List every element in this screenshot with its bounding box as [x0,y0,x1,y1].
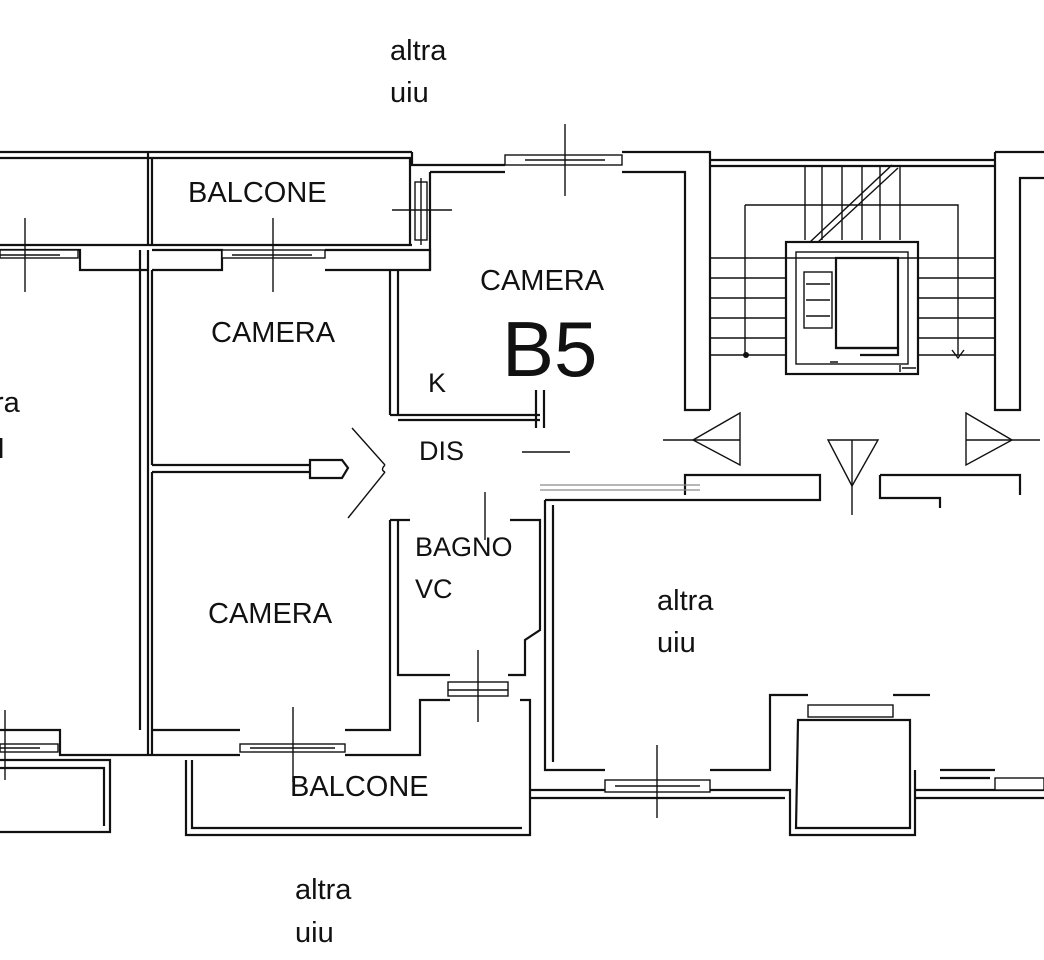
staircase [710,164,995,360]
walls [0,150,1044,837]
labels: altra uiu BALCONE CAMERA CAMERA B5 K DIS… [0,35,714,949]
camera-main-label: CAMERA [480,265,605,297]
bagno-label-line2: VC [415,574,453,604]
neighbor-bottom-line1: altra [295,874,352,906]
camera-top-left-label: CAMERA [211,317,336,349]
disimpegno-label: DIS [419,436,464,466]
neighbor-top-line2: uiu [390,77,429,109]
entrance-arrows [663,411,1040,515]
neighbor-right-line1: altra [657,585,714,617]
left-cut-text-line1: ra [0,387,21,419]
unit-code: B5 [502,305,597,393]
door-swings [347,427,700,540]
neighbor-top-line1: altra [390,35,447,67]
lift [784,240,920,376]
bagno-label-line1: BAGNO [415,532,513,562]
camera-bottom-left-label: CAMERA [208,598,333,630]
balcone-bottom-label: BALCONE [290,771,429,803]
neighbor-right-line2: uiu [657,627,696,659]
kitchen-label: K [428,368,446,398]
neighbor-bottom-line2: uiu [295,917,334,949]
window-markers [0,124,700,818]
balcone-top-label: BALCONE [188,177,327,209]
left-cut-text-line2: I [0,433,5,465]
